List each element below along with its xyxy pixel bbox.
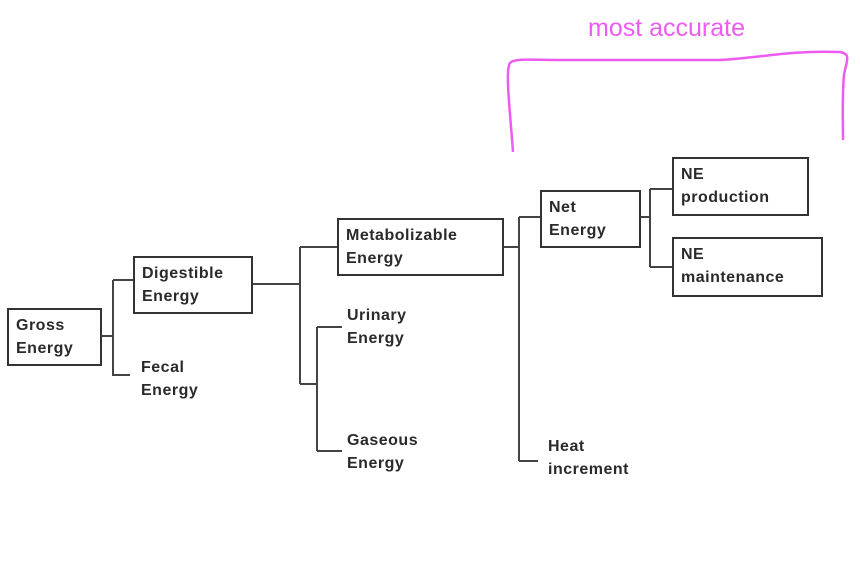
node-label: Digestible: [142, 265, 224, 282]
node-gaseous-energy: Gaseous Energy: [347, 429, 418, 475]
node-label: Energy: [347, 330, 405, 347]
node-label: Energy: [16, 340, 74, 357]
metabolizable-connector: [503, 216, 540, 462]
node-heat-increment: Heat increment: [548, 435, 629, 481]
node-net-energy: Net Energy: [540, 190, 641, 248]
gross-connector: [101, 279, 133, 376]
node-label: increment: [548, 461, 629, 478]
digestible-connector: [252, 246, 337, 385]
node-label: NE: [681, 166, 705, 183]
node-label: Energy: [346, 250, 404, 267]
node-digestible-energy: Digestible Energy: [133, 256, 253, 314]
urinary-gaseous-connector: [316, 326, 342, 452]
node-label: maintenance: [681, 269, 785, 286]
node-label: production: [681, 189, 770, 206]
node-label: Net: [549, 199, 577, 216]
node-label: Energy: [142, 288, 200, 305]
node-ne-production: NE production: [672, 157, 809, 216]
node-label: Energy: [549, 222, 607, 239]
node-label: Fecal: [141, 359, 185, 376]
node-ne-maintenance: NE maintenance: [672, 237, 823, 297]
node-gross-energy: Gross Energy: [7, 308, 102, 366]
net-connector: [640, 188, 672, 268]
accuracy-bracket: [506, 50, 849, 153]
node-label: Heat: [548, 438, 585, 455]
node-metabolizable-energy: Metabolizable Energy: [337, 218, 504, 276]
annotation-most-accurate: most accurate: [588, 14, 746, 42]
node-fecal-energy: Fecal Energy: [141, 356, 198, 402]
node-label: Energy: [347, 455, 405, 472]
node-urinary-energy: Urinary Energy: [347, 304, 407, 350]
node-label: Metabolizable: [346, 227, 458, 244]
node-label: Gross: [16, 317, 65, 334]
node-label: Urinary: [347, 307, 407, 324]
node-label: Energy: [141, 382, 199, 399]
node-label: Gaseous: [347, 432, 419, 449]
node-label: NE: [681, 246, 705, 263]
